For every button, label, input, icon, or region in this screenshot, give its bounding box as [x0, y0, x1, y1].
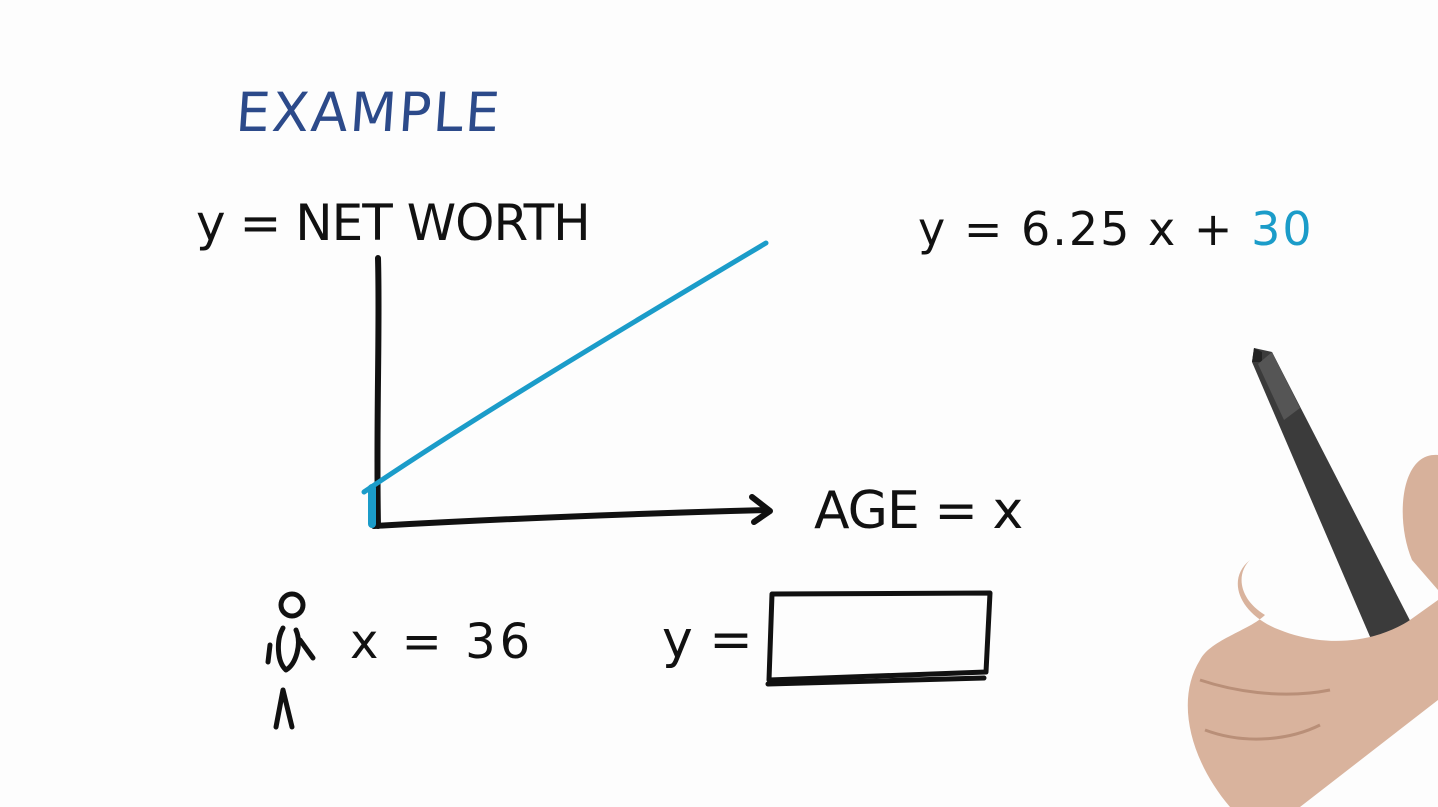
x-axis-arrowhead: [749, 494, 773, 525]
given-x-value: x = 36: [350, 614, 535, 670]
equation-lhs: y = 6.25 x +: [918, 202, 1252, 256]
equation-intercept: 30: [1251, 202, 1314, 256]
x-axis: [371, 507, 769, 529]
answer-label: y =: [662, 610, 753, 670]
answer-box-underline: [765, 675, 987, 687]
stick-figure-icon: [265, 591, 316, 730]
answer-box: [766, 590, 993, 683]
page-title: EXAMPLE: [233, 81, 504, 144]
y-axis-label: y = NET WORTH: [196, 194, 591, 252]
hand-icon: [1187, 454, 1438, 807]
y-axis: [374, 255, 382, 529]
pen-icon: [1252, 348, 1420, 660]
x-axis-label: AGE = x: [814, 481, 1023, 541]
regression-equation: y = 6.25 x + 30: [918, 206, 1314, 252]
trend-line: [361, 240, 769, 495]
